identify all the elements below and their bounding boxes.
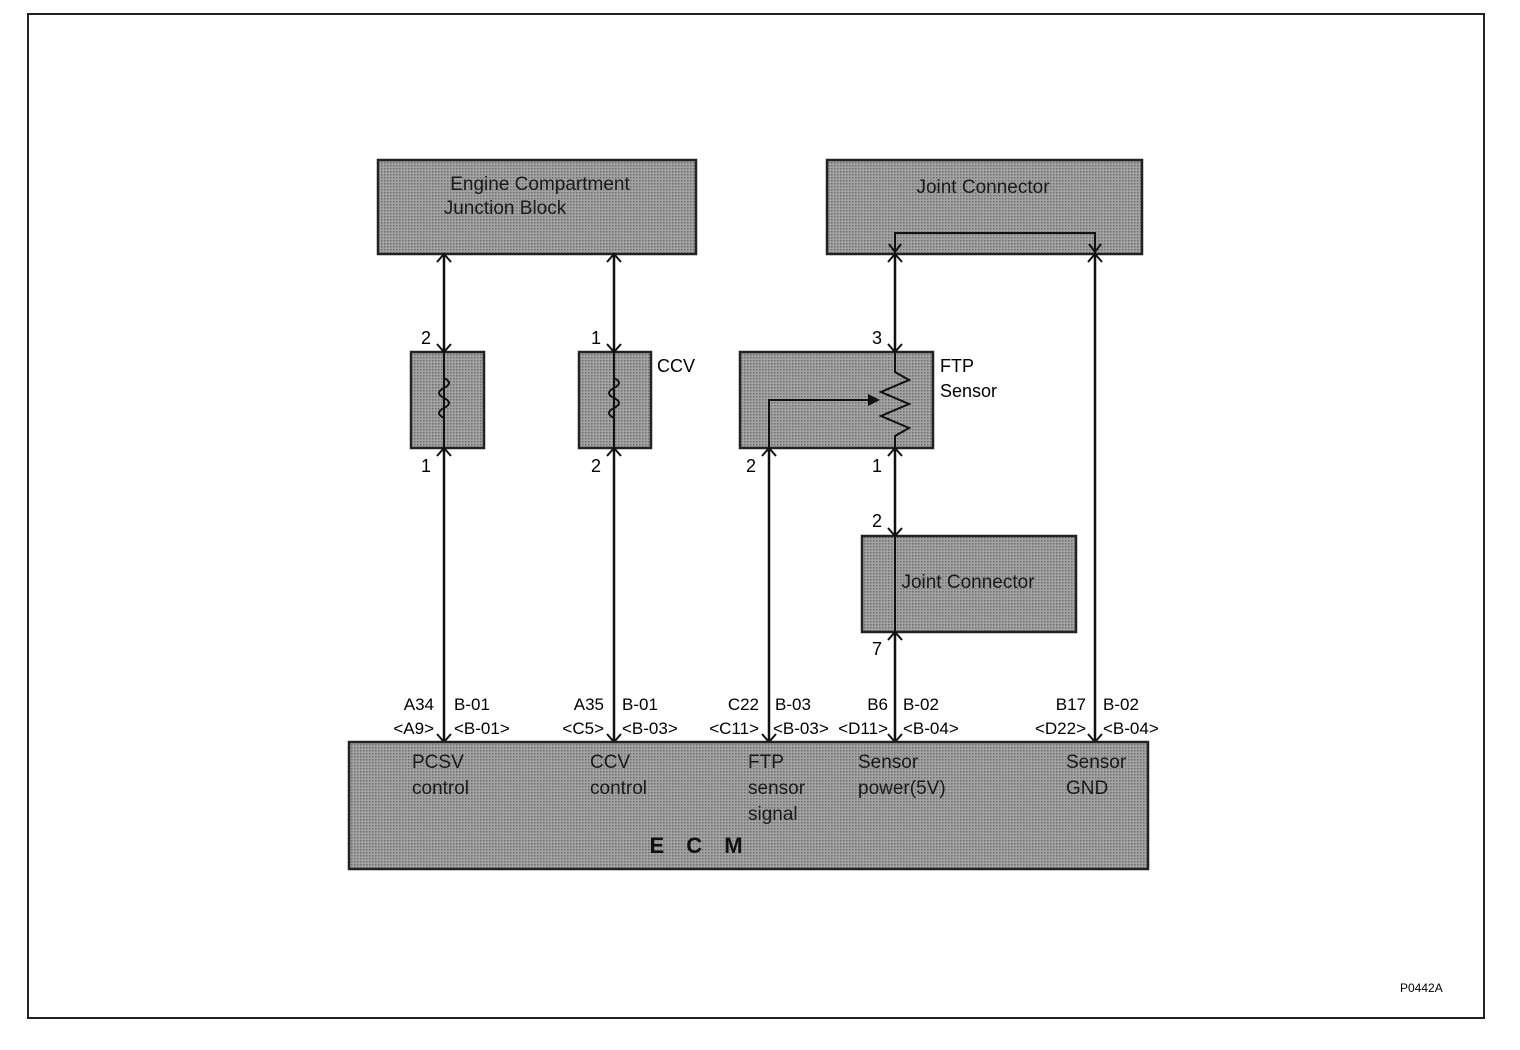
- connector-chevron-icon: [887, 630, 903, 641]
- junction-block-title-line2: Junction Block: [444, 198, 567, 219]
- ecm-conn-alt-pcsv: <B-01>: [454, 719, 510, 738]
- ecm-func-gnd-line2: GND: [1066, 778, 1108, 799]
- coil-icon: [608, 377, 620, 419]
- joint-splice-line: [894, 232, 1096, 254]
- pin-numbers: 2 1 1 2 3 2 1 2 7: [421, 328, 882, 659]
- ecm-func-ftp-line2: sensor: [748, 778, 806, 799]
- ecm-conn-pcsv: B-01: [454, 695, 490, 714]
- ecm-pin-alt-ftp: <C11>: [709, 719, 759, 738]
- ecm-conn-ftp: B-03: [775, 695, 811, 714]
- ecm-conn-alt-power: <B-04>: [903, 719, 959, 738]
- ecm-conn-gnd: B-02: [1103, 695, 1139, 714]
- ecm-conn-power: B-02: [903, 695, 939, 714]
- connector-chevron-icon: [436, 446, 452, 457]
- connector-chevron-icon: [887, 527, 903, 538]
- ecm-conn-alt-ccv: <B-03>: [622, 719, 678, 738]
- ecm-func-ftp-line3: signal: [748, 804, 798, 825]
- junction-block-title-line1: Engine Compartment: [450, 174, 630, 195]
- ecm-pin-alt-power: <D11>: [838, 719, 888, 738]
- joint-connector-mid: Joint Connector: [860, 534, 1078, 634]
- connector-chevron-icon: [887, 343, 903, 354]
- ecm-func-pcsv-line2: control: [412, 778, 469, 799]
- wiper-arrow-icon: [868, 394, 880, 406]
- figure-code: P0442A: [1400, 981, 1443, 995]
- joint-connector-top-title: Joint Connector: [916, 177, 1050, 198]
- pin-ftp-left: 2: [746, 456, 756, 476]
- pin-joint-bottom: 7: [872, 639, 882, 659]
- connector-chevron-icon: [887, 446, 903, 457]
- ecm-conn-ccv: B-01: [622, 695, 658, 714]
- ecm-pin-gnd: B17: [1056, 695, 1086, 714]
- ecm-func-pcsv-line1: PCSV: [412, 752, 464, 773]
- ecm-pin-alt-ccv: <C5>: [562, 719, 604, 738]
- pin-ftp-bottom: 1: [872, 456, 882, 476]
- connector-chevron-icon: [761, 446, 777, 457]
- splice-arrow-icon: [888, 243, 902, 254]
- ecm-func-power-line1: Sensor: [858, 752, 919, 773]
- connector-chevron-icon: [606, 446, 622, 457]
- ecm-box: PCSV control CCV control FTP sensor sign…: [347, 740, 1150, 871]
- pcsv-solenoid: [409, 350, 486, 450]
- pin-pcsv-top: 2: [421, 328, 431, 348]
- ecm-func-ccv-line1: CCV: [590, 752, 630, 773]
- ecm-pin-power: B6: [867, 695, 888, 714]
- page-border: [27, 13, 1485, 1019]
- ecm-pin-pcsv: A34: [404, 695, 434, 714]
- ecm-pin-alt-gnd: <D22>: [1035, 719, 1086, 738]
- ecm-pin-ccv: A35: [574, 695, 604, 714]
- connector-chevron-icon: [606, 252, 622, 263]
- ecm-func-ftp-line1: FTP: [748, 752, 784, 773]
- ccv-solenoid: CCV: [577, 350, 695, 450]
- pin-joint-top: 2: [872, 511, 882, 531]
- coil-icon: [438, 377, 450, 419]
- ftp-sensor: FTP Sensor: [738, 350, 997, 450]
- pin-ccv-top: 1: [591, 328, 601, 348]
- wiper-line: [768, 399, 878, 448]
- ecm-terminal-labels: A34 <A9> B-01 <B-01> A35 <C5> B-01 <B-03…: [393, 695, 1158, 738]
- splice-arrow-icon: [1088, 243, 1102, 254]
- ecm-title: E C M: [649, 833, 750, 858]
- pin-pcsv-bottom: 1: [421, 456, 431, 476]
- connector-chevron-icon: [606, 343, 622, 354]
- joint-connector-top: Joint Connector: [825, 158, 1144, 256]
- pin-ftp-top: 3: [872, 328, 882, 348]
- ecm-func-power-line2: power(5V): [858, 778, 946, 799]
- resistor-icon: [878, 352, 912, 448]
- wires: [442, 254, 1097, 742]
- ecm-pin-ftp: C22: [728, 695, 759, 714]
- junction-block: Engine Compartment Junction Block: [376, 158, 698, 256]
- joint-connector-mid-title: Joint Connector: [901, 572, 1035, 593]
- ecm-pin-alt-pcsv: <A9>: [393, 719, 434, 738]
- ftp-sensor-label-line2: Sensor: [940, 381, 997, 401]
- ecm-func-gnd-line1: Sensor: [1066, 752, 1127, 773]
- connector-chevron-icon: [436, 252, 452, 263]
- ecm-conn-alt-ftp: <B-03>: [773, 719, 829, 738]
- connector-chevron-icon: [436, 343, 452, 354]
- ccv-label: CCV: [657, 356, 695, 376]
- ecm-func-ccv-line2: control: [590, 778, 647, 799]
- ftp-sensor-label-line1: FTP: [940, 356, 974, 376]
- pin-ccv-bottom: 2: [591, 456, 601, 476]
- ecm-conn-alt-gnd: <B-04>: [1103, 719, 1159, 738]
- connector-chevron-icon: [1087, 252, 1103, 263]
- connector-chevron-icon: [887, 252, 903, 263]
